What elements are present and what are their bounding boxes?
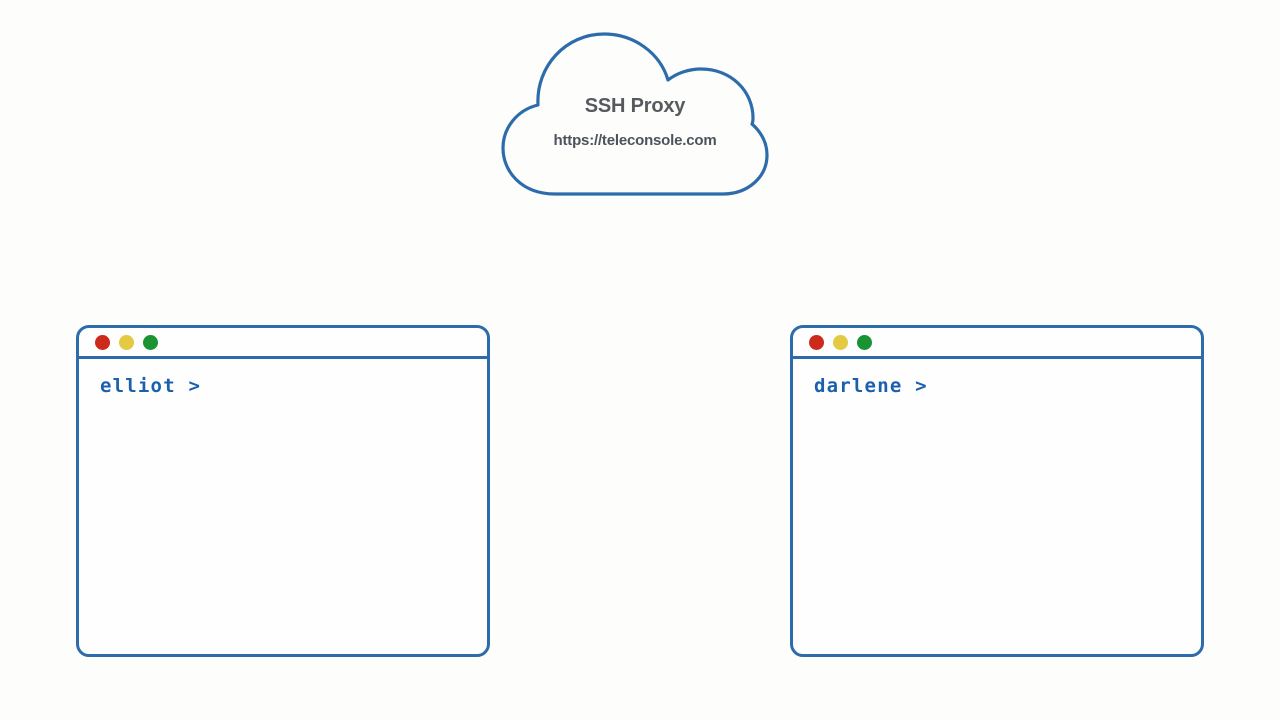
ssh-proxy-cloud: SSH Proxy https://teleconsole.com — [500, 28, 770, 196]
cloud-title: SSH Proxy — [584, 95, 686, 117]
shell-prompt: elliot > — [100, 375, 202, 397]
titlebar — [79, 328, 487, 359]
terminal-body[interactable]: elliot > — [79, 359, 487, 654]
close-button[interactable] — [95, 334, 110, 350]
terminal-window-elliot[interactable]: elliot > — [76, 325, 490, 657]
terminal-body[interactable]: darlene > — [793, 359, 1201, 654]
window-controls — [95, 334, 158, 350]
titlebar — [793, 328, 1201, 359]
terminal-window-darlene[interactable]: darlene > — [790, 325, 1204, 657]
maximize-button[interactable] — [857, 334, 872, 350]
minimize-button[interactable] — [833, 334, 848, 350]
minimize-button[interactable] — [119, 334, 134, 350]
cloud-shape-icon — [501, 32, 769, 196]
cloud-subtitle-url: https://teleconsole.com — [553, 132, 717, 149]
maximize-button[interactable] — [143, 334, 158, 350]
shell-prompt: darlene > — [814, 375, 928, 397]
close-button[interactable] — [809, 334, 824, 350]
window-controls — [809, 334, 872, 350]
